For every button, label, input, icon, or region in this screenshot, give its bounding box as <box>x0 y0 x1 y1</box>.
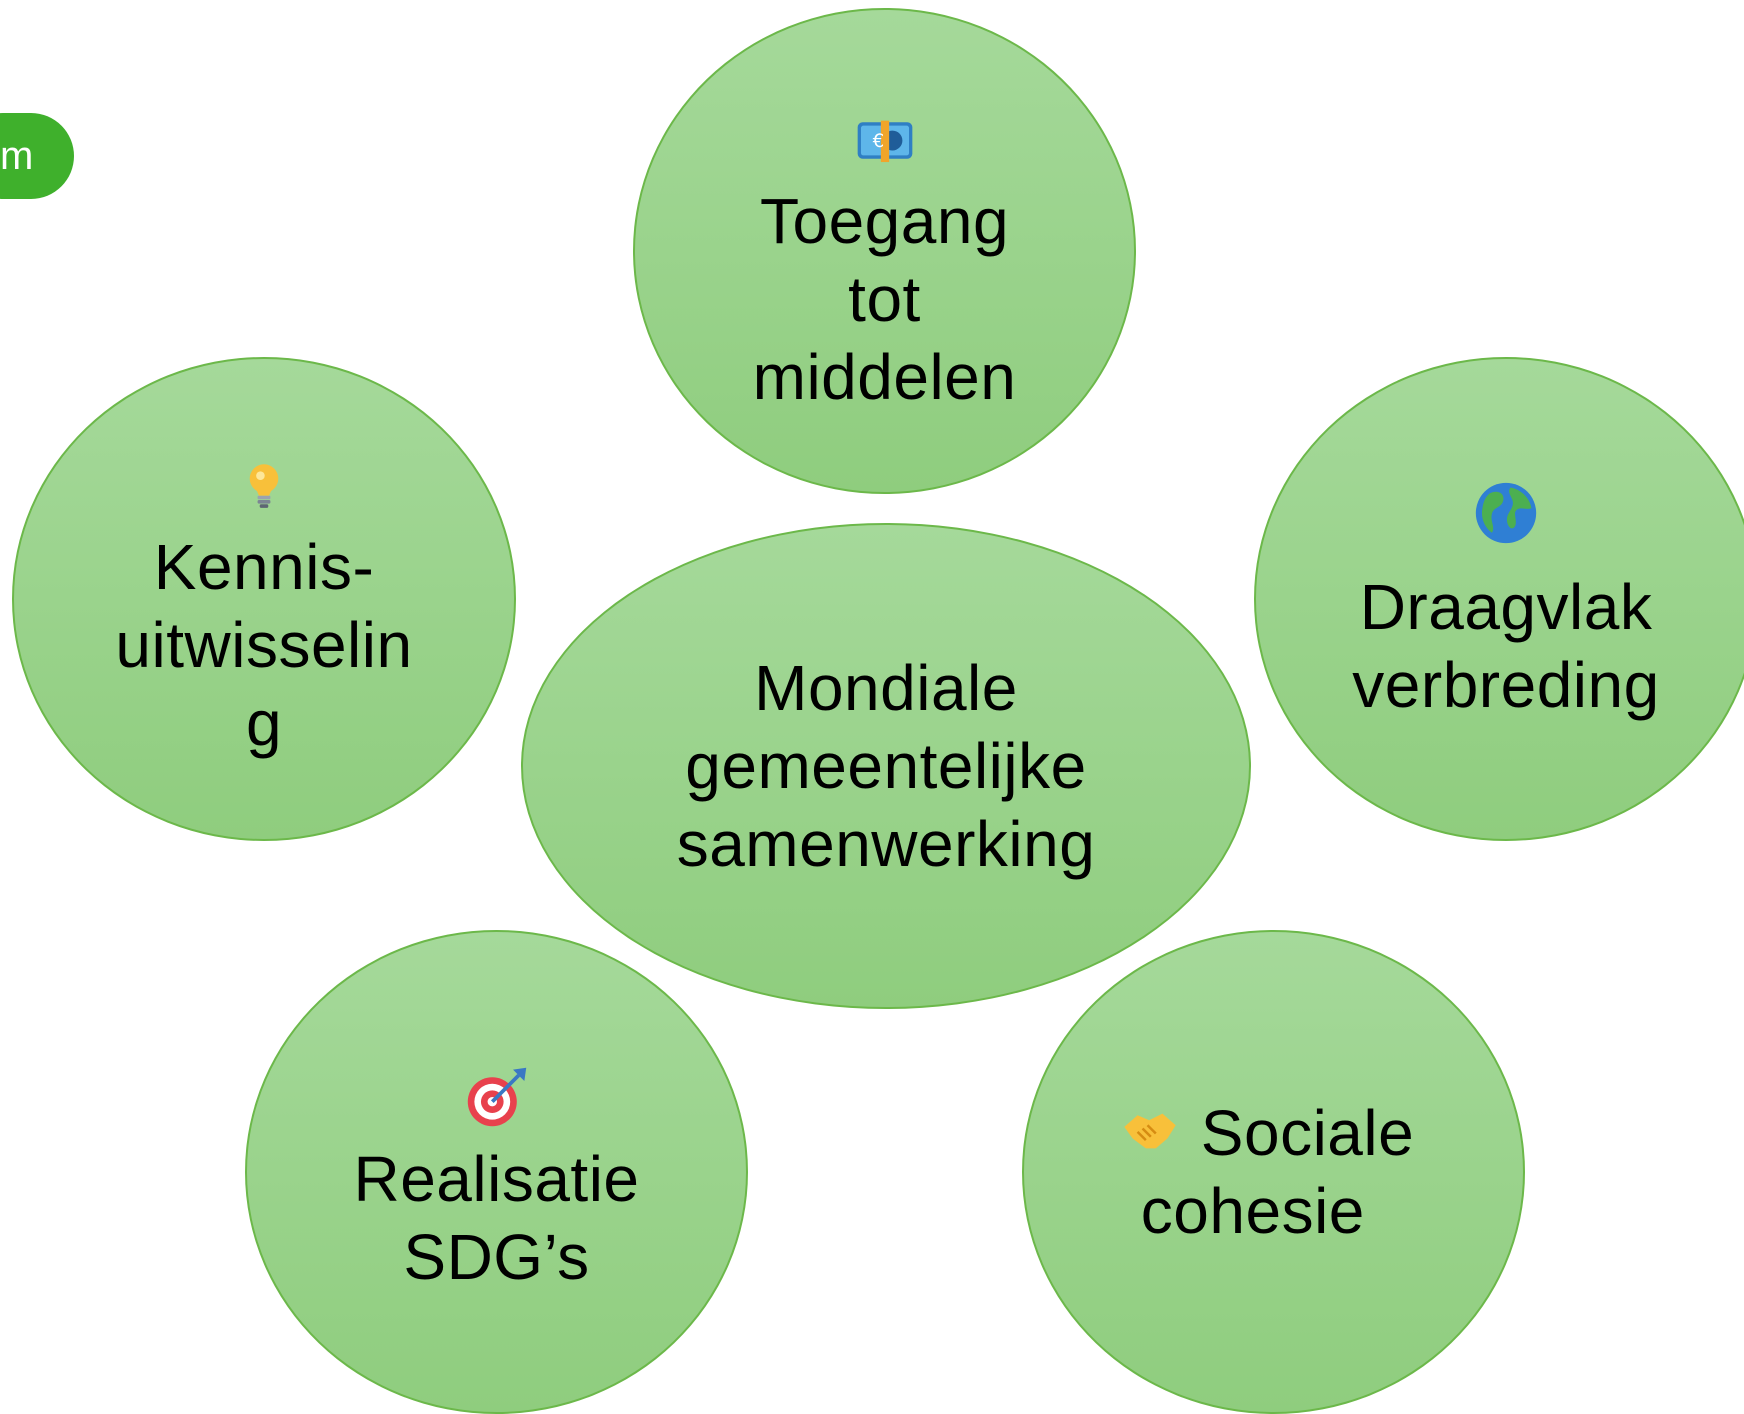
node-label: Draagvlak verbreding <box>1352 571 1660 721</box>
central-topic: Mondiale gemeentelijke samenwerking <box>521 523 1251 1009</box>
node-label: Realisatie SDG’s <box>353 1143 640 1293</box>
green-tab-label: m <box>0 113 74 199</box>
node-kennis-uitwisseling: Kennis- uitwisselin g <box>12 357 516 841</box>
handshake-icon <box>1124 1113 1176 1149</box>
light-bulb-icon <box>249 464 279 508</box>
node-label: Kennis- uitwisselin g <box>115 531 413 759</box>
node-toegang-tot-middelen: € Toegang tot middelen <box>633 8 1136 494</box>
node-draagvlak-verbreding: Draagvlak verbreding <box>1254 357 1744 841</box>
node-label-line: Sociale <box>1200 1097 1415 1169</box>
central-label: Mondiale gemeentelijke samenwerking <box>676 652 1096 880</box>
node-label: Toegang tot middelen <box>752 185 1017 413</box>
euro-banknote-icon: € <box>857 120 912 163</box>
node-label-line: cohesie <box>1140 1175 1365 1247</box>
target-dart-icon <box>467 1067 526 1127</box>
svg-text:€: € <box>872 131 884 152</box>
node-realisatie-sdgs: Realisatie SDG’s <box>245 930 748 1414</box>
globe-icon <box>1475 482 1537 544</box>
